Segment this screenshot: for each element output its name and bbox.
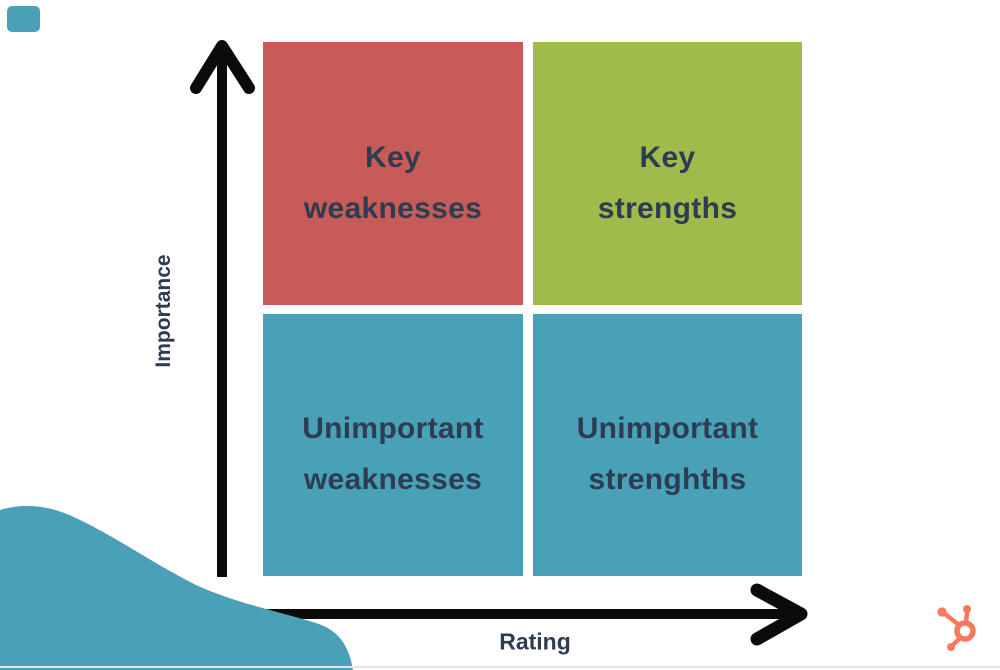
y-axis-label: Importance [152,254,175,368]
hubspot-sprocket-icon [937,605,976,651]
quadrant-label-unimportant-weaknesses: Unimportant weaknesses [302,412,484,496]
quadrant-label-key-strengths: Key strengths [597,140,738,225]
corner-square-decoration [7,6,40,32]
quadrant-key-strengths: Key strengths [533,42,802,305]
quadrant-label-key-weaknesses: Key weaknesses [303,140,483,225]
bottom-edge-divider [0,666,1000,668]
y-axis-arrow [190,40,255,577]
quadrant-unimportant-weaknesses: Unimportant weaknesses [263,314,523,576]
quadrant-key-weaknesses: Key weaknesses [263,42,523,305]
quadrant-label-unimportant-strengths: Unimportant strenghths [576,412,759,496]
x-axis-label: Rating [499,628,571,655]
quadrant-unimportant-strengths: Unimportant strenghths [533,314,802,576]
